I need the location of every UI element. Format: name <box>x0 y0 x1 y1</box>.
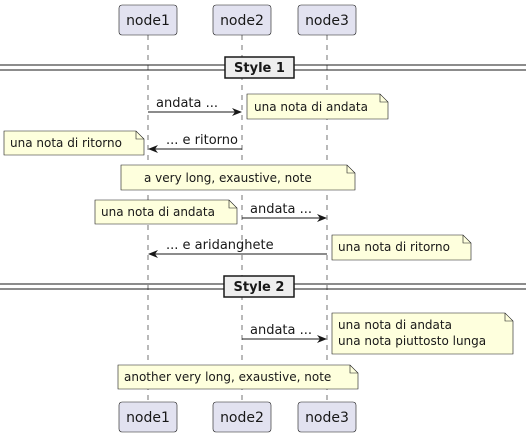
participant-node3-label: node3 <box>305 13 349 29</box>
participant-node1-top: node1 <box>118 4 178 36</box>
participant-node3-top: node3 <box>297 4 357 36</box>
participant-node2-top: node2 <box>212 4 272 36</box>
divider-style-1: Style 1 <box>0 56 526 79</box>
note-very-long: a very long, exaustive, note <box>120 164 356 191</box>
note-ritorno-1-text: una nota di ritorno <box>10 136 122 150</box>
message-andata-2-label: andata ... <box>250 202 312 217</box>
note-another-very-long: another very long, exaustive, note <box>117 364 359 390</box>
message-aridanghete-label: ... e aridanghete <box>166 238 274 253</box>
note-very-long-text: a very long, exaustive, note <box>144 171 312 185</box>
participant-node2-bottom: node2 <box>212 401 272 433</box>
message-ritorno-1-label: ... e ritorno <box>166 133 238 148</box>
participant-node2-bottom-label: node2 <box>220 410 264 426</box>
participant-node1-label: node1 <box>126 13 170 29</box>
note-andata-2: una nota di andata <box>94 199 238 225</box>
message-andata-3: andata ... <box>242 323 327 343</box>
note-ritorno-2: una nota di ritorno <box>331 234 472 261</box>
message-andata-2: andata ... <box>242 202 327 222</box>
participant-node2-label: node2 <box>220 13 264 29</box>
note-andata-1-text: una nota di andata <box>254 100 368 114</box>
divider-style-1-label: Style 1 <box>234 61 285 76</box>
note-ritorno-1: una nota di ritorno <box>3 130 145 156</box>
participant-node1-bottom-label: node1 <box>126 410 170 426</box>
note-andata-lunga-line-1: una nota di andata <box>338 318 452 332</box>
note-andata-lunga-line-2: una nota piuttosto lunga <box>338 334 486 348</box>
divider-style-2: Style 2 <box>0 275 526 298</box>
divider-style-2-label: Style 2 <box>234 280 285 295</box>
message-andata-1-label: andata ... <box>156 96 218 111</box>
note-andata-2-text: una nota di andata <box>101 205 215 219</box>
note-ritorno-2-text: una nota di ritorno <box>338 240 450 254</box>
note-andata-lunga: una nota di andata una nota piuttosto lu… <box>331 312 514 355</box>
message-andata-1: andata ... <box>148 96 242 116</box>
participant-node3-bottom-label: node3 <box>305 410 349 426</box>
participant-node1-bottom: node1 <box>118 401 178 433</box>
participant-node3-bottom: node3 <box>297 401 357 433</box>
note-another-very-long-text: another very long, exaustive, note <box>124 370 331 384</box>
message-aridanghete: ... e aridanghete <box>148 238 327 258</box>
message-ritorno-1: ... e ritorno <box>148 133 242 153</box>
note-andata-1: una nota di andata <box>246 93 389 120</box>
message-andata-3-label: andata ... <box>250 323 312 338</box>
